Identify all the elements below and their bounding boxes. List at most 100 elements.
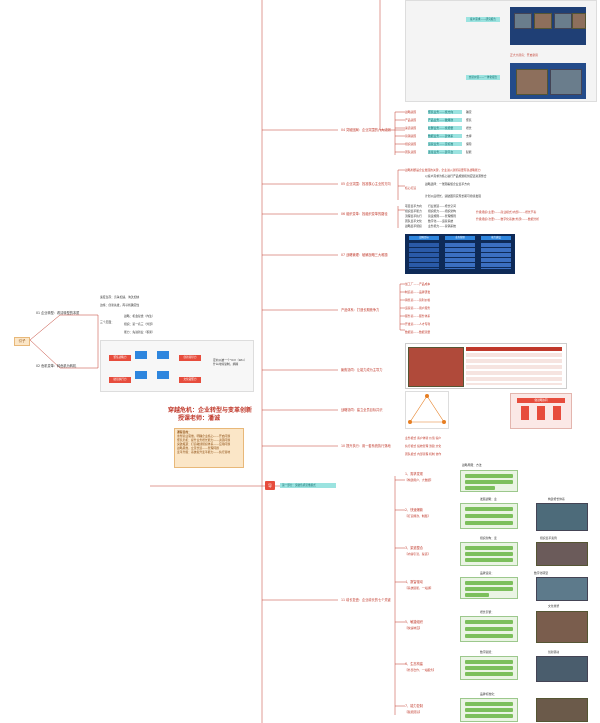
b05-sub: 核心打造 [405,186,417,190]
b06-right-1: 升级组织(主要)——商业模式(内部)——增长节奏 [476,210,537,214]
b06-mid-2: 组织能力——组织架构 [428,209,456,213]
b11-item-5-sub: 【快速响应】 [405,626,422,630]
b06-mid-1: 行业赛道——增长空间 [428,204,456,208]
b06-right-2: 升级组织(次要)——数字化系统(外部)——数据分析 [476,217,540,221]
b04-right-3: 增长 [466,126,472,130]
b08-item-4: 运营商——用户服务 [405,306,431,310]
b04-right-6: 赋能 [466,150,472,154]
b11-caption-6: 数字赋能： [480,650,494,654]
b09-caption: 做战略协同 [517,398,565,403]
branch1-label: 01 企业转型：看清转型的本质 [36,311,80,315]
b11-right-caption-4: 文化重塑 [548,604,560,608]
b04-mid-6: 连接业务——建平台 [428,150,462,154]
b08-label[interactable]: 产品体系：打造长期竞争力 [341,308,380,312]
b11-item-6-sub: 【外部合作，一站服务】 [405,668,436,672]
b04-mid-2: 产品业务——做爆款 [428,118,462,122]
b05-line-2: 以客户需求为核心进行产品规划和供应链资源整合 [425,174,487,178]
b11-thumb-2 [460,503,518,529]
summary-line-4: 战略思维，立足长远——管理问题 [177,446,219,450]
course-teacher: 授课老师：潘诚 [178,415,221,422]
b04-mid-4: 数据业务——建体系 [428,134,462,138]
matrix-quadrant-bl [135,371,147,379]
b11-thumb-5 [460,616,518,642]
b11-item-5-title: 5、敏捷组织 [405,620,423,624]
b04-mid-5: 运营业务——定标准 [428,142,462,146]
top-item-2[interactable]: 交易价值——一体化报告 [466,75,500,80]
root-label: 导 [268,483,272,488]
summary-line-2: 聚焦危机：提升业务增长能力——资源问题 [177,438,231,442]
b09-slide: 做战略协同 [510,393,572,429]
b11-caption-1: 战略导图：方法 [462,463,482,467]
b04-right-1: 确定 [466,110,472,114]
b11-item-2-sub: 【打造爆款，制胜】 [405,514,431,518]
b06-mid-3: 营运规则——管理规则 [428,214,456,218]
b10-label[interactable]: 10 提升执行：用一套系统执行落地 [341,444,391,448]
b07-header-1: 战略目标 [409,236,439,240]
b07-label[interactable]: 07 战略管理：破解战略三大难题 [341,253,388,257]
b04-left-5: 组织突围 [405,142,417,146]
b11-item-1-title: 1、需求发现 [405,472,423,476]
matrix-side-note: 定向以被一个“ICV（Win）什么时候复制，摘除 [213,358,247,366]
b11-photo-4 [536,611,588,643]
b11-thumb-7 [460,698,518,722]
b04-left-4: 营销突围 [405,134,417,138]
top-item-1[interactable]: 客户需求——研究报告 [466,17,500,22]
root-node[interactable]: 导 [265,481,275,490]
b04-right-4: 支撑 [466,134,472,138]
b11-photo-5 [536,656,588,682]
matrix-quadrant-tl [135,351,147,359]
b05-label[interactable]: 05 企业突围：找准核心主业的方向 [341,182,391,186]
b11-label[interactable]: 11 增长复盘：企业增长的七个关键 [341,598,391,602]
summary-box: 课程目的： 重塑商业思维，明确企业核心——开启问题 聚焦危机：提升业务增长能力—… [174,428,244,468]
top-slide-2 [510,63,586,99]
b06-label[interactable]: 06 组织变革：找组织变革的路径 [341,212,388,216]
b09-label[interactable]: 聚焦协同：让能力成为主导力 [341,368,383,372]
b11-photo-6 [536,698,588,722]
b04-left-3: 渠道突围 [405,126,417,130]
b11-item-2-title: 2、快速爆款 [405,508,423,512]
intro-tag[interactable]: 引子 [14,337,30,346]
branch1-item-3: 三个层面： [100,320,114,324]
root-center-label[interactable]: 第一部分：突破危机思维模式 [280,483,336,488]
b09-table-image [405,343,567,389]
b11-caption-4: 品牌运营： [480,571,494,575]
b11-item-6-title: 6、生态构建 [405,662,423,666]
b06-left-3: 流程变革执行 [405,214,422,218]
b11-photo-3 [536,577,588,601]
b11-caption-8: 品牌标准化： [480,692,497,696]
summary-line-1: 重塑商业思维，明确企业核心——开启问题 [177,434,231,438]
intro-tag-label: 引子 [18,339,26,343]
top-caption: 正大大药房：开启新营 [510,53,538,57]
b11-photo-2 [536,542,588,566]
b11-item-4-title: 4、数智驱动 [405,580,423,584]
matrix-cell-4: 文化凝聚力 [179,377,201,383]
branch1-item-5: 组织：第一名三（外部） [124,322,155,326]
b08-item-7: 数据商——数据流量 [405,330,431,334]
b11-item-7-title: 7、能力复制 [405,704,423,708]
b11-item-3-title: 3、渠道整合 [405,546,423,550]
b08-item-1: 加工厂——产品成本 [405,282,431,286]
summary-line-5: 变革升级：系统提升变革能力——执行落地 [177,450,231,454]
b05-line-1: 战略判断是企业发展的关键，企业进入新阶段要有新战略能力 [405,168,481,172]
matrix-panel: 聚焦战略力 创新领导力 破局执行力 文化凝聚力 定向以被一个“ICV（Win）什… [100,340,254,392]
b11-caption-2: 发展战略：业 [480,497,497,501]
b09-sub2[interactable]: 战略协同：建立全员目标共识 [341,408,383,412]
b11-item-4-sub: 【系统赋能，一站通】 [405,586,433,590]
b11-right-caption-3: 数字化转型 [534,571,548,575]
b04-left-1: 战略突围 [405,110,417,114]
b09-diagram [405,391,449,429]
b04-right-2: 聚焦 [466,118,472,122]
b11-right-caption-2: 组织变革案例 [540,536,557,540]
b10-item-2: 执行模式 绩效管理 激励 文化 [405,444,442,448]
b06-left-4: 团队变革文化 [405,219,422,223]
b11-thumb-6 [460,656,518,680]
b11-caption-3: 组织架构：变 [480,536,497,540]
b04-mid-1: 聚焦业务——找方向 [428,110,462,114]
b11-item-3-sub: 【内容引流，渠道】 [405,552,431,556]
branch3-label: 02 危机变革：转危机为转机 [36,364,77,368]
b04-mid-3: 社群业务——找增量 [428,126,462,130]
b11-caption-7: 创新驱动 [548,650,560,654]
b11-item-7-sub: 【赋能团队】 [405,710,422,714]
b04-label[interactable]: 04 突破困局：企业突围的六大法则 [341,128,391,132]
b11-photo-1 [536,503,588,531]
